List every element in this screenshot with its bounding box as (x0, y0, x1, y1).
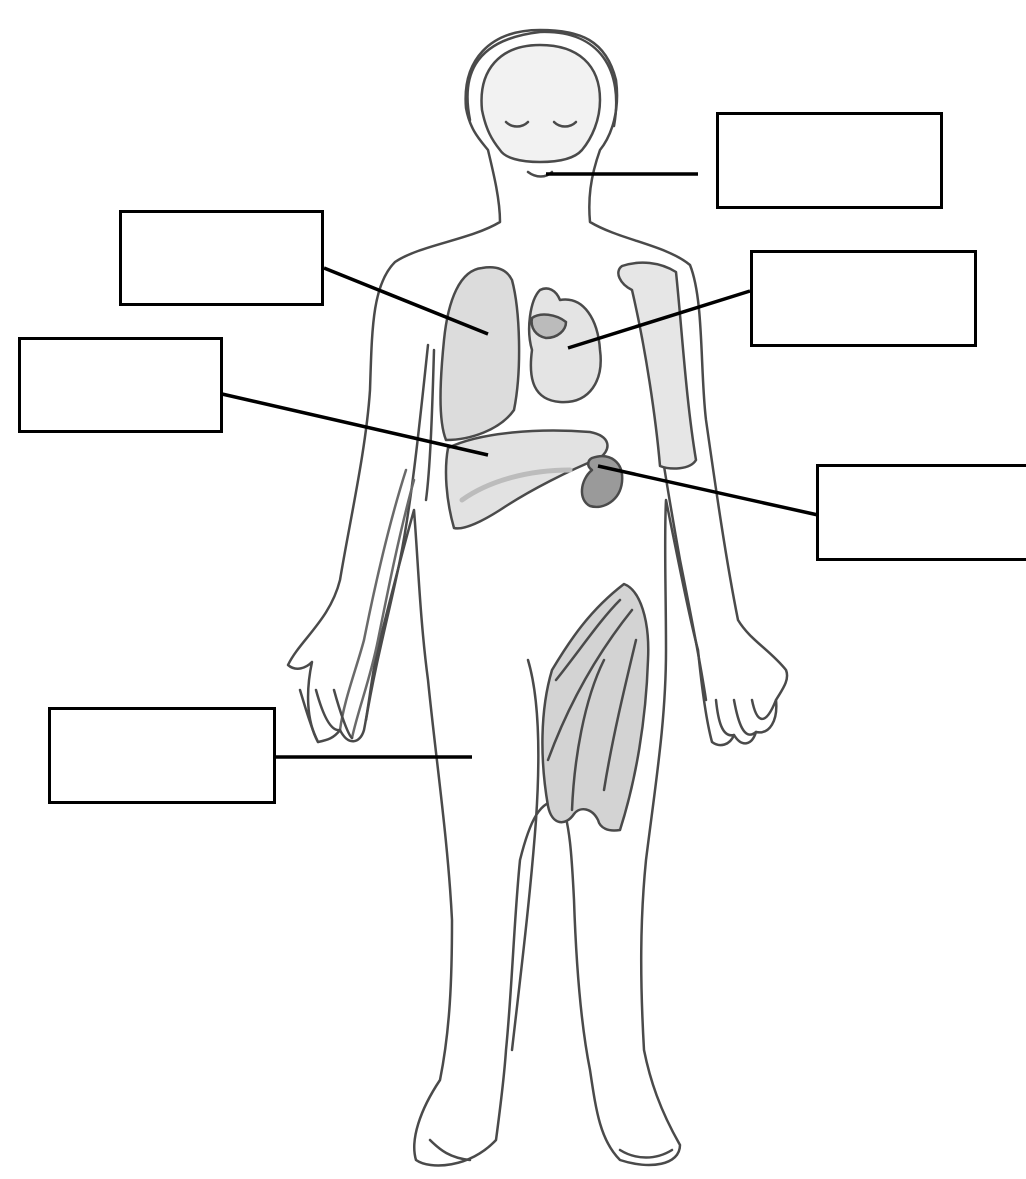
label-box-heart[interactable] (750, 250, 977, 347)
label-box-skin[interactable] (48, 707, 276, 804)
body-outline (288, 30, 787, 1165)
head-outline (482, 45, 600, 162)
label-box-lung[interactable] (119, 210, 324, 306)
label-box-kidney[interactable] (816, 464, 1026, 561)
label-box-liver[interactable] (18, 337, 223, 433)
label-box-face[interactable] (716, 112, 943, 209)
